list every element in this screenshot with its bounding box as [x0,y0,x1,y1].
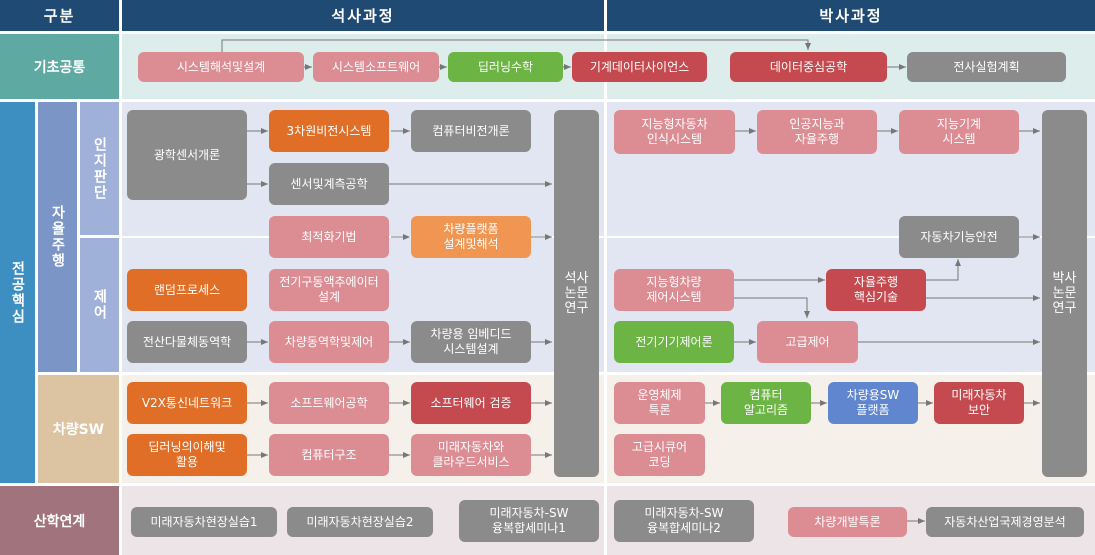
course-software-engineering: 소프트웨어공학 [269,382,389,424]
row-label-autonomous: 자율주행 [38,102,77,372]
course-system-analysis-design: 시스템해석및설계 [138,52,304,82]
course-mechanical-data-science: 기계데이터사이언스 [572,52,707,82]
course-international-business-analysis: 자동차산업국제경영분석 [926,507,1084,537]
course-field-practice-1: 미래자동차현장실습1 [131,507,277,537]
course-random-process: 랜덤프로세스 [127,269,247,311]
course-computer-vision-intro: 컴퓨터비전개론 [411,110,531,152]
course-vehicle-sw-platform: 차량용SW 플랫폼 [828,382,918,424]
course-computer-algorithms: 컴퓨터 알고리즘 [721,382,811,424]
course-vehicle-platform-design: 차량플랫폼 설계및해석 [411,216,531,258]
course-3d-vision-system: 3차원비전시스템 [269,110,389,152]
course-computer-architecture: 컴퓨터구조 [269,434,389,476]
row-label-vehicle-sw: 차량SW [38,375,119,483]
course-vehicle-functional-safety: 자동차기능안전 [899,216,1019,258]
course-autonomous-core-tech: 자율주행 핵심기술 [826,269,926,311]
perception-control-divider [122,236,1095,238]
course-deep-learning-application: 딥러닝의이해및 활용 [127,434,247,476]
column-divider [604,34,607,555]
row-label-perception-text: 인지판단 [91,136,108,201]
row-label-perception: 인지판단 [80,102,119,235]
course-system-software: 시스템소프트웨어 [313,52,439,82]
doctoral-thesis-research: 박사 논문 연구 [1042,110,1087,477]
course-multibody-dynamics: 전산다물체동역학 [127,321,247,363]
header-category: 구분 [0,0,119,31]
course-sensor-measurement: 센서및계측공학 [269,163,389,205]
course-convergence-seminar-2: 미래자동차-SW 융복합세미나2 [614,500,754,542]
course-intelligent-vehicle-perception: 지능형자동차 인식시스템 [614,110,735,154]
course-software-verification: 소프터웨어 검증 [411,382,531,424]
course-operating-systems: 운영체제 특론 [614,382,705,424]
header-doctoral: 박사과정 [607,0,1095,31]
masters-thesis-research: 석사 논문 연구 [554,110,599,477]
row-label-autonomous-text: 자율주행 [49,205,66,269]
course-intelligent-machine-system: 지능기계 시스템 [899,110,1019,154]
course-electric-actuator-design: 전기구동액추에이터 설계 [269,269,389,311]
course-field-practice-2: 미래자동차현장실습2 [287,507,433,537]
course-data-centric-engineering: 데이터중심공학 [730,52,887,82]
header-masters: 석사과정 [122,0,604,31]
course-v2x-network: V2X통신네트워크 [127,382,247,424]
course-convergence-seminar-1: 미래자동차-SW 융복합세미나1 [459,500,599,542]
row-label-major: 전공핵심 [0,102,35,483]
course-advanced-control: 고급제어 [757,321,858,363]
row-label-control-text: 제어 [91,289,108,321]
course-advanced-secure-coding: 고급시큐어 코딩 [614,434,705,476]
course-optimization-methods: 최적화기법 [269,216,389,258]
row-label-control: 제어 [80,238,119,372]
course-intelligent-vehicle-control: 지능형차량 제어시스템 [614,269,734,311]
course-experiment-planning: 전사실험계획 [907,52,1066,82]
course-electric-machine-control: 전기기기제어론 [614,321,734,363]
course-future-vehicle-security: 미래자동차 보안 [934,382,1024,424]
row-label-major-text: 전공핵심 [9,260,26,325]
course-ai-autonomous-driving: 인공지능과 자율주행 [757,110,877,154]
course-future-vehicle-cloud: 미래자동차와 클라우드서비스 [411,434,531,476]
course-vehicle-dynamics-control: 차량동역학및제어 [269,321,389,363]
row-label-industry: 산학연계 [0,486,119,555]
course-deep-learning-math: 딥러닝수학 [448,52,563,82]
row-label-basic: 기초공통 [0,34,119,99]
course-vehicle-development: 차량개발특론 [788,507,907,537]
course-embedded-system-design: 차량용 임베디드 시스템설계 [411,321,531,363]
course-optical-sensor-intro: 광학센서개론 [127,110,247,200]
